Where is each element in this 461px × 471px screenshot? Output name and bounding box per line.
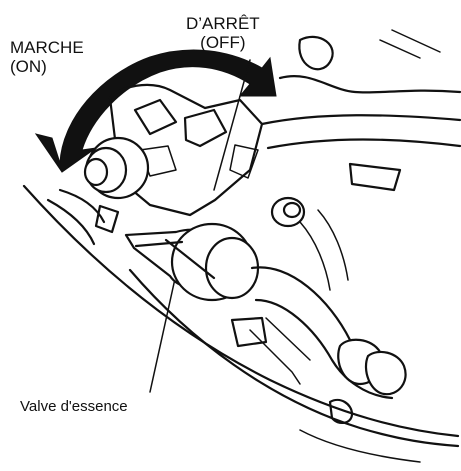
off-label: D’ARRÊT (OFF) xyxy=(186,14,260,52)
on-label-line1: MARCHE xyxy=(10,38,84,57)
fuel-hose xyxy=(252,210,406,398)
upper-hoses xyxy=(262,30,460,190)
fuel-valve-label: Valve d'essence xyxy=(20,398,128,415)
bolt xyxy=(272,198,304,226)
frame-curves xyxy=(24,186,458,462)
off-label-line2: (OFF) xyxy=(186,33,260,52)
off-label-line1: D’ARRÊT xyxy=(186,14,260,33)
on-label: MARCHE (ON) xyxy=(10,38,84,76)
on-label-line2: (ON) xyxy=(10,57,84,76)
fuel-valve-pointer-line xyxy=(150,265,178,392)
